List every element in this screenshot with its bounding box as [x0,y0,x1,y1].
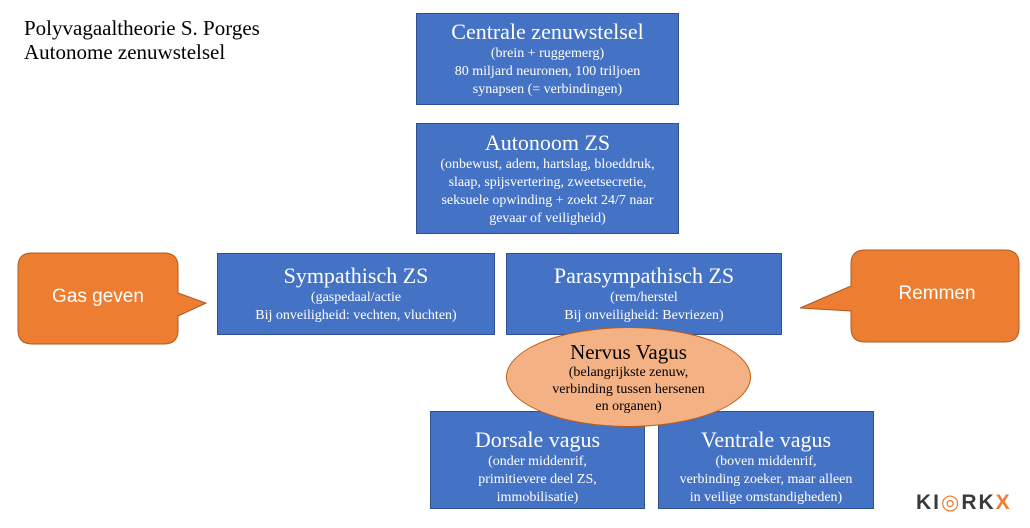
nervus-vagus-line-1: (belangrijkste zenuw, [568,364,689,380]
ventrale-vagus-heading: Ventrale vagus [700,427,832,452]
cns-line-1: (brein + ruggemerg) [490,46,605,61]
parasympathisch-box: Parasympathisch ZS (rem/herstel Bij onve… [506,253,782,335]
logo-ring-icon: ◎ [941,491,962,514]
dorsale-vagus-box: Dorsale vagus (onder middenrif, primitie… [430,411,645,509]
ans-line-3: seksuele opwinding + zoekt 24/7 naar [441,192,654,208]
dorsale-vagus-line-2: primitievere deel ZS, [478,472,597,487]
ans-heading: Autonoom ZS [484,129,611,155]
logo-part-1: KI [916,491,941,514]
ans-line-1: (onbewust, adem, hartslag, bloeddruk, [440,156,655,172]
ventrale-vagus-line-3: in veilige omstandigheden) [689,490,843,505]
title-line-2: Autonome zenuwstelsel [24,40,226,64]
parasympathisch-line-2: Bij onveiligheid: Bevriezen) [564,308,724,323]
cns-line-3: synapsen (= verbindingen) [472,82,623,97]
nervus-vagus-line-2: verbinding tussen hersenen [552,381,705,397]
logo-part-4: X [995,491,1012,514]
dorsale-vagus-line-1: (onder middenrif, [488,454,587,469]
cns-box: Centrale zenuwstelsel (brein + ruggemerg… [416,13,679,105]
ventrale-vagus-line-1: (boven middenrif, [715,454,817,469]
nervus-vagus-line-3: en organen) [595,398,662,414]
sympathisch-line-1: (gaspedaal/actie [310,290,402,305]
ans-box: Autonoom ZS (onbewust, adem, hartslag, b… [416,123,679,234]
ventrale-vagus-box: Ventrale vagus (boven middenrif, verbind… [658,411,874,509]
sympathisch-line-2: Bij onveiligheid: vechten, vluchten) [255,308,457,323]
nervus-vagus-heading: Nervus Vagus [570,339,687,364]
sympathisch-heading: Sympathisch ZS [283,263,429,288]
logo-part-3: RK [961,491,996,514]
parasympathisch-heading: Parasympathisch ZS [553,263,735,288]
title-line-1: Polyvagaaltheorie S. Porges [24,16,260,40]
dorsale-vagus-heading: Dorsale vagus [474,427,601,452]
nervus-vagus-ellipse: Nervus Vagus (belangrijkste zenuw, verbi… [506,327,751,427]
ans-line-2: slaap, spijsvertering, zweetsecretie, [448,174,647,190]
cns-line-2: 80 miljard neuronen, 100 triljoen [454,64,641,79]
dorsale-vagus-line-3: immobilisatie) [496,490,579,505]
remmen-label: Remmen [898,283,976,304]
kiworkx-logo: KI◎RKX [916,490,1012,515]
sympathisch-box: Sympathisch ZS (gaspedaal/actie Bij onve… [217,253,495,335]
ans-line-4: gevaar of veiligheid) [489,210,606,226]
gas-geven-label: Gas geven [52,286,144,307]
diagram-title: Polyvagaaltheorie S. Porges Autonome zen… [24,16,260,64]
ventrale-vagus-line-2: verbinding zoeker, maar alleen [679,472,853,487]
parasympathisch-line-1: (rem/herstel [610,290,678,305]
cns-heading: Centrale zenuwstelsel [451,19,644,44]
